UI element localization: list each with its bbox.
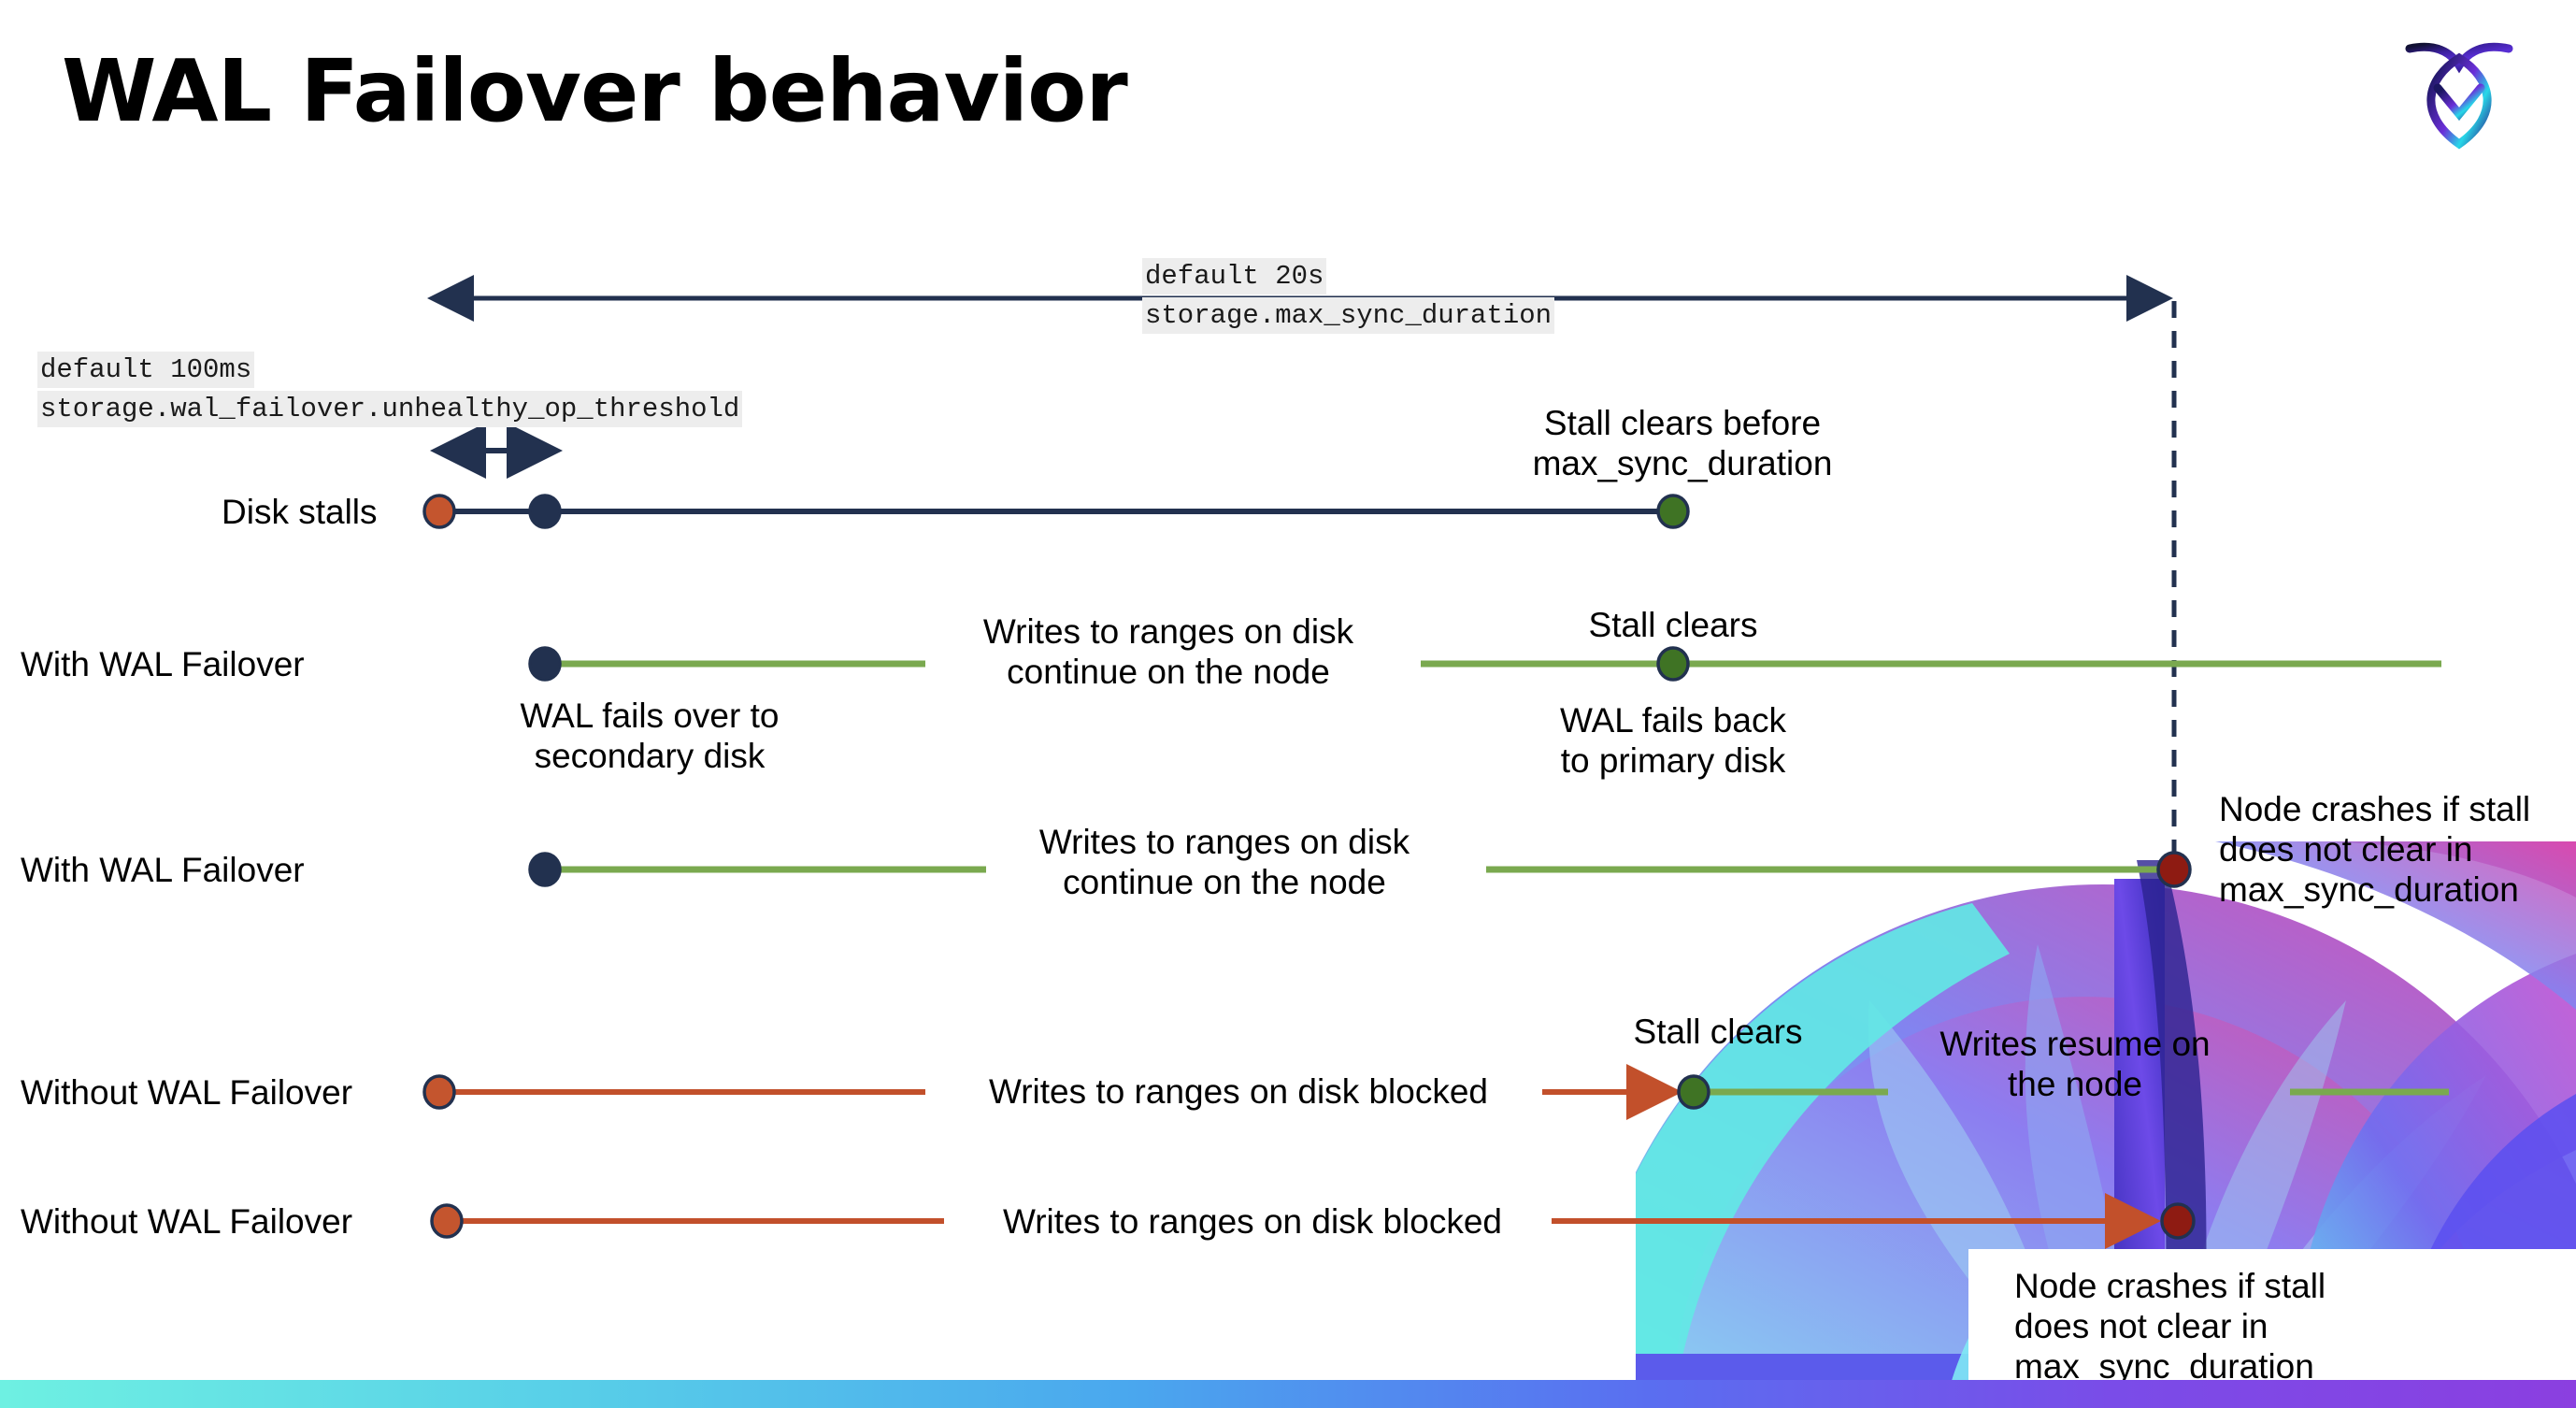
stall-start-dot: [422, 494, 456, 529]
annotation-writes-blocked-1: Writes to ranges on disk blocked: [988, 1072, 1489, 1111]
annotation-wal-fails-over: WAL fails over to secondary disk: [520, 697, 780, 775]
row-label-without-wal-failover-a: Without WAL Failover: [21, 1073, 353, 1112]
failover-dot: [528, 646, 562, 682]
stall-clears-dot: [1656, 494, 1690, 529]
unhealthy-op-threshold-setting-label: storage.wal_failover.unhealthy_op_thresh…: [37, 391, 743, 428]
max-sync-duration-setting-label: storage.max_sync_duration: [1142, 297, 1555, 335]
row-label-without-wal-failover-b: Without WAL Failover: [21, 1202, 353, 1241]
annotation-node-crashes-1: Node crashes if stall does not clear in …: [2219, 790, 2531, 909]
annotation-writes-continue-1: Writes to ranges on disk continue on the…: [982, 612, 1354, 691]
row-label-with-wal-failover-b: With WAL Failover: [21, 851, 305, 889]
row-with-wal-failover-b-track: [528, 851, 2192, 888]
row-without-wal-failover-a-track: [422, 1064, 2449, 1120]
row-without-wal-failover-b-track: [430, 1193, 2196, 1249]
row-label-disk-stalls: Disk stalls: [222, 493, 378, 531]
cockroachdb-logo-icon: [2389, 21, 2529, 161]
failover-dot: [528, 852, 562, 887]
annotation-stall-clears-before: Stall clears before max_sync_duration: [1532, 404, 1833, 482]
annotation-stall-clears-2: Stall clears: [1633, 1013, 1803, 1051]
row-disk-stalls-track: [422, 494, 1690, 529]
unhealthy-op-threshold-default-label: default 100ms: [37, 352, 255, 389]
annotation-wal-fails-back: WAL fails back to primary disk: [1560, 701, 1786, 780]
stall-start-dot: [422, 1074, 456, 1110]
row-with-wal-failover-a-track: [528, 646, 2441, 682]
annotation-writes-blocked-2: Writes to ranges on disk blocked: [1002, 1202, 1503, 1241]
max-sync-duration-default-label: default 20s: [1142, 258, 1327, 295]
failover-dot: [528, 494, 562, 529]
annotation-writes-resume: Writes resume on the node: [1939, 1025, 2211, 1103]
row-label-with-wal-failover-a: With WAL Failover: [21, 645, 305, 683]
node-crash-dot: [2156, 851, 2192, 888]
annotation-stall-clears-1: Stall clears: [1588, 606, 1758, 644]
annotation-writes-continue-2: Writes to ranges on disk continue on the…: [1038, 823, 1410, 901]
stall-clears-dot: [1677, 1074, 1710, 1110]
stall-clears-dot: [1656, 646, 1690, 682]
node-crash-dot: [2160, 1202, 2196, 1240]
annotation-node-crashes-2: Node crashes if stall does not clear in …: [2014, 1267, 2326, 1386]
stall-start-dot: [430, 1203, 464, 1239]
bottom-gradient-band: [0, 1380, 2576, 1408]
page-title: WAL Failover behavior: [62, 41, 1128, 141]
